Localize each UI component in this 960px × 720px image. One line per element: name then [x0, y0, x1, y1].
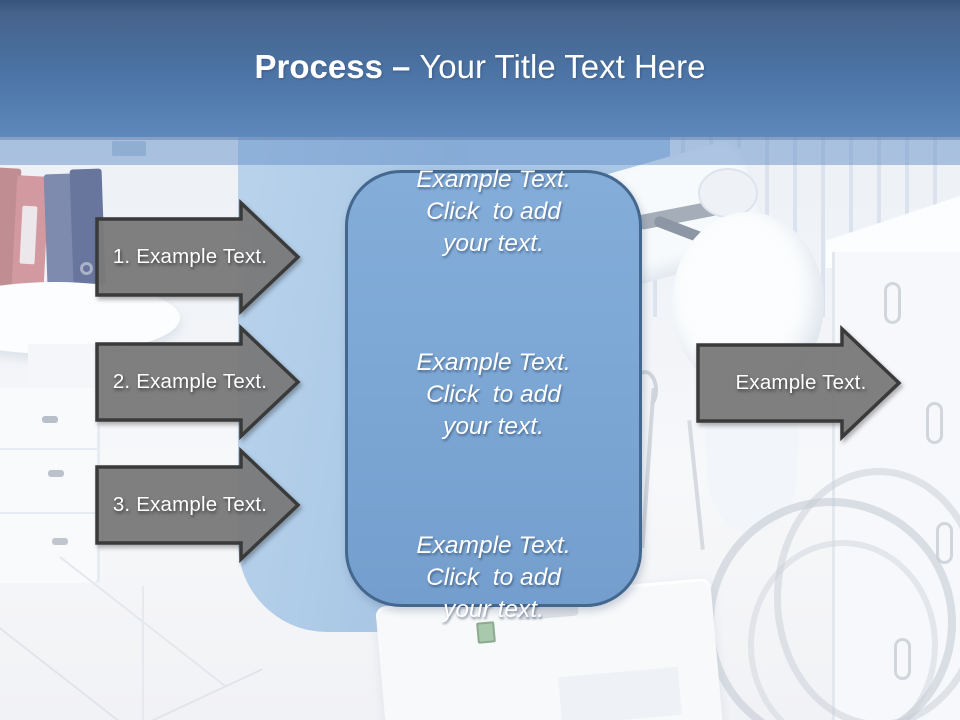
machine-base	[558, 666, 682, 720]
step-2-label: 2. Example Text.	[112, 370, 268, 393]
process-step-2-arrow[interactable]: 2. Example Text.	[95, 323, 301, 441]
step-1-label: 1. Example Text.	[112, 245, 268, 268]
drawer-divider	[0, 512, 100, 514]
drawer-handle	[42, 416, 58, 423]
title-dash: –	[391, 48, 411, 85]
placeholder-text-block[interactable]: Example Text. Click to add your text.	[416, 531, 571, 623]
title-bold-text: Process	[254, 48, 383, 85]
title-bar: Process–Your Title Text Here	[0, 0, 960, 137]
drawer-divider	[0, 448, 100, 450]
process-detail-box[interactable]: Example Text. Click to add your text. Ex…	[345, 166, 642, 623]
title-regular-text: Your Title Text Here	[419, 48, 706, 85]
page-title[interactable]: Process–Your Title Text Here	[0, 0, 960, 86]
cabinet-handle	[926, 402, 943, 444]
cabinet-handle	[884, 282, 901, 324]
dental-lamp-head	[698, 168, 758, 218]
step-3-label: 3. Example Text.	[112, 493, 268, 516]
binder-ring	[80, 262, 93, 275]
process-output-arrow[interactable]: Example Text.	[696, 324, 902, 442]
drawer-handle	[48, 470, 64, 477]
floor-tile-line	[142, 586, 144, 720]
placeholder-text-block[interactable]: Example Text. Click to add your text.	[416, 348, 571, 440]
binder-label	[19, 205, 38, 265]
right-arrow-shape-icon	[95, 198, 301, 316]
instrument-hose	[640, 388, 656, 548]
floor-tile-line	[117, 668, 263, 720]
drawer-handle	[52, 538, 68, 545]
placeholder-text-block[interactable]: Example Text. Click to add your text.	[416, 165, 571, 257]
blue-tint-band	[0, 137, 960, 165]
right-arrow-shape-icon	[95, 446, 301, 564]
output-arrow-label: Example Text.	[735, 371, 867, 394]
right-arrow-shape-icon	[696, 324, 902, 442]
coiled-hose	[748, 540, 938, 720]
process-step-3-arrow[interactable]: 3. Example Text.	[95, 446, 301, 564]
right-arrow-shape-icon	[95, 323, 301, 441]
floor-tile-line	[0, 596, 166, 720]
process-step-1-arrow[interactable]: 1. Example Text.	[95, 198, 301, 316]
